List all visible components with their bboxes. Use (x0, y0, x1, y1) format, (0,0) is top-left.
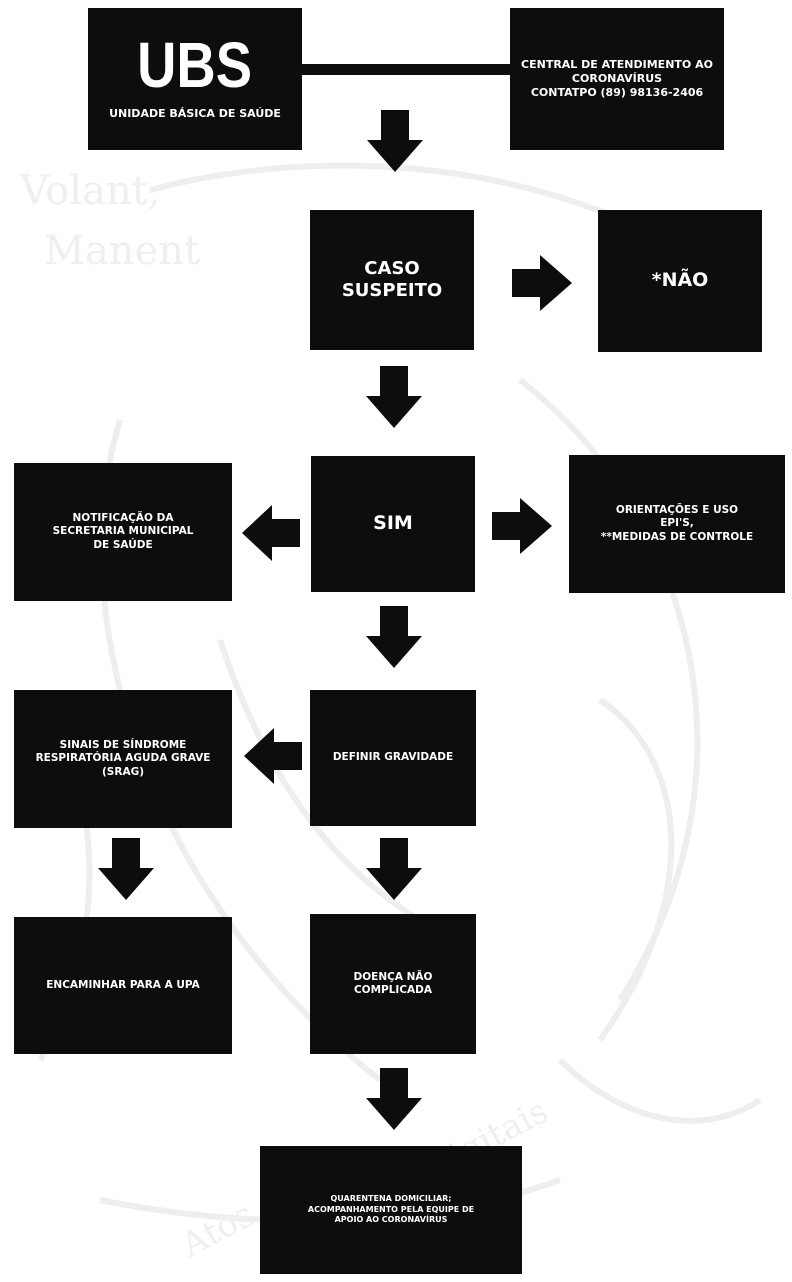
nao-box: *NÃO (598, 210, 762, 352)
caso-line-1: CASO (364, 257, 420, 279)
orientacoes-line-2: EPI'S, (660, 517, 694, 530)
watermark-text-atos: Atos (175, 1194, 261, 1266)
central-line-3: CONTATPO (89) 98136-2406 (530, 85, 704, 99)
gravidade-line-1: DEFINIR GRAVIDADE (332, 751, 454, 764)
central-line-2: CORONAVÍRUS (571, 72, 663, 86)
doenca-box: DOENÇA NÃO COMPLICADA (310, 914, 476, 1054)
arrow-down-sim-to-gravidade (366, 606, 422, 668)
doenca-line-1: DOENÇA NÃO (353, 970, 433, 983)
quarentena-line-2: ACOMPANHAMENTO PELA EQUIPE DE (307, 1204, 475, 1214)
quarentena-box: QUARENTENA DOMICILIAR; ACOMPANHAMENTO PE… (260, 1146, 522, 1274)
central-line-1: CENTRAL DE ATENDIMENTO AO (521, 58, 713, 72)
arrow-down-ubs-to-caso (367, 110, 423, 172)
central-box: CENTRAL DE ATENDIMENTO AO CORONAVÍRUS CO… (510, 8, 724, 150)
gravidade-box: DEFINIR GRAVIDADE (310, 690, 476, 826)
sinais-line-3: (SRAG) (102, 765, 144, 778)
ubs-central-connector (300, 64, 512, 75)
doenca-line-2: COMPLICADA (353, 984, 433, 996)
orientacoes-line-3: **MEDIDAS DE CONTROLE (600, 530, 754, 543)
arrow-down-sinais-to-upa (98, 838, 154, 900)
orientacoes-box: ORIENTAÇÕES E USO EPI'S, **MEDIDAS DE CO… (569, 455, 785, 593)
watermark-text-manent: Manent (44, 228, 201, 274)
upa-box: ENCAMINHAR PARA A UPA (14, 917, 232, 1054)
notificacao-line-2: SECRETARIA MUNICIPAL (52, 525, 194, 538)
notificacao-line-3: DE SAÚDE (93, 538, 153, 551)
nao-line-1: *NÃO (651, 269, 709, 292)
sinais-line-1: SINAIS DE SÍNDROME (59, 739, 187, 752)
upa-line-1: ENCAMINHAR PARA A UPA (46, 978, 200, 991)
ubs-box: UBS UNIDADE BÁSICA DE SAÚDE (88, 8, 302, 150)
orientacoes-line-1: ORIENTAÇÕES E USO (615, 504, 739, 517)
quarentena-line-1: QUARENTENA DOMICILIAR; (330, 1193, 452, 1203)
sinais-box: SINAIS DE SÍNDROME RESPIRATÓRIA AGUDA GR… (14, 690, 232, 828)
arrow-left-gravidade-to-sinais (244, 728, 302, 784)
quarentena-line-3: APOIO AO CORONAVÍRUS (334, 1215, 448, 1225)
sim-box: SIM (311, 456, 475, 592)
notificacao-line-1: NOTIFICAÇÃO DA (72, 512, 174, 525)
notificacao-box: NOTIFICAÇÃO DA SECRETARIA MUNICIPAL DE S… (14, 463, 232, 601)
sinais-line-2: RESPIRATÓRIA AGUDA GRAVE (35, 752, 211, 765)
arrow-right-sim-to-orientacoes (492, 498, 552, 554)
watermark-text-volant: Volant, (20, 168, 161, 214)
arrow-down-gravidade-to-doenca (366, 838, 422, 900)
ubs-title: UBS (137, 29, 253, 102)
caso-suspeito-box: CASO SUSPEITO (310, 210, 474, 350)
arrow-left-sim-to-notificacao (242, 505, 300, 561)
ubs-subtitle: UNIDADE BÁSICA DE SAÚDE (109, 107, 281, 121)
sim-line-1: SIM (373, 512, 413, 535)
arrow-down-caso-to-sim (366, 366, 422, 428)
caso-line-2: SUSPEITO (341, 280, 443, 301)
arrow-down-doenca-to-quarentena (366, 1068, 422, 1130)
arrow-right-caso-to-nao (512, 255, 572, 311)
